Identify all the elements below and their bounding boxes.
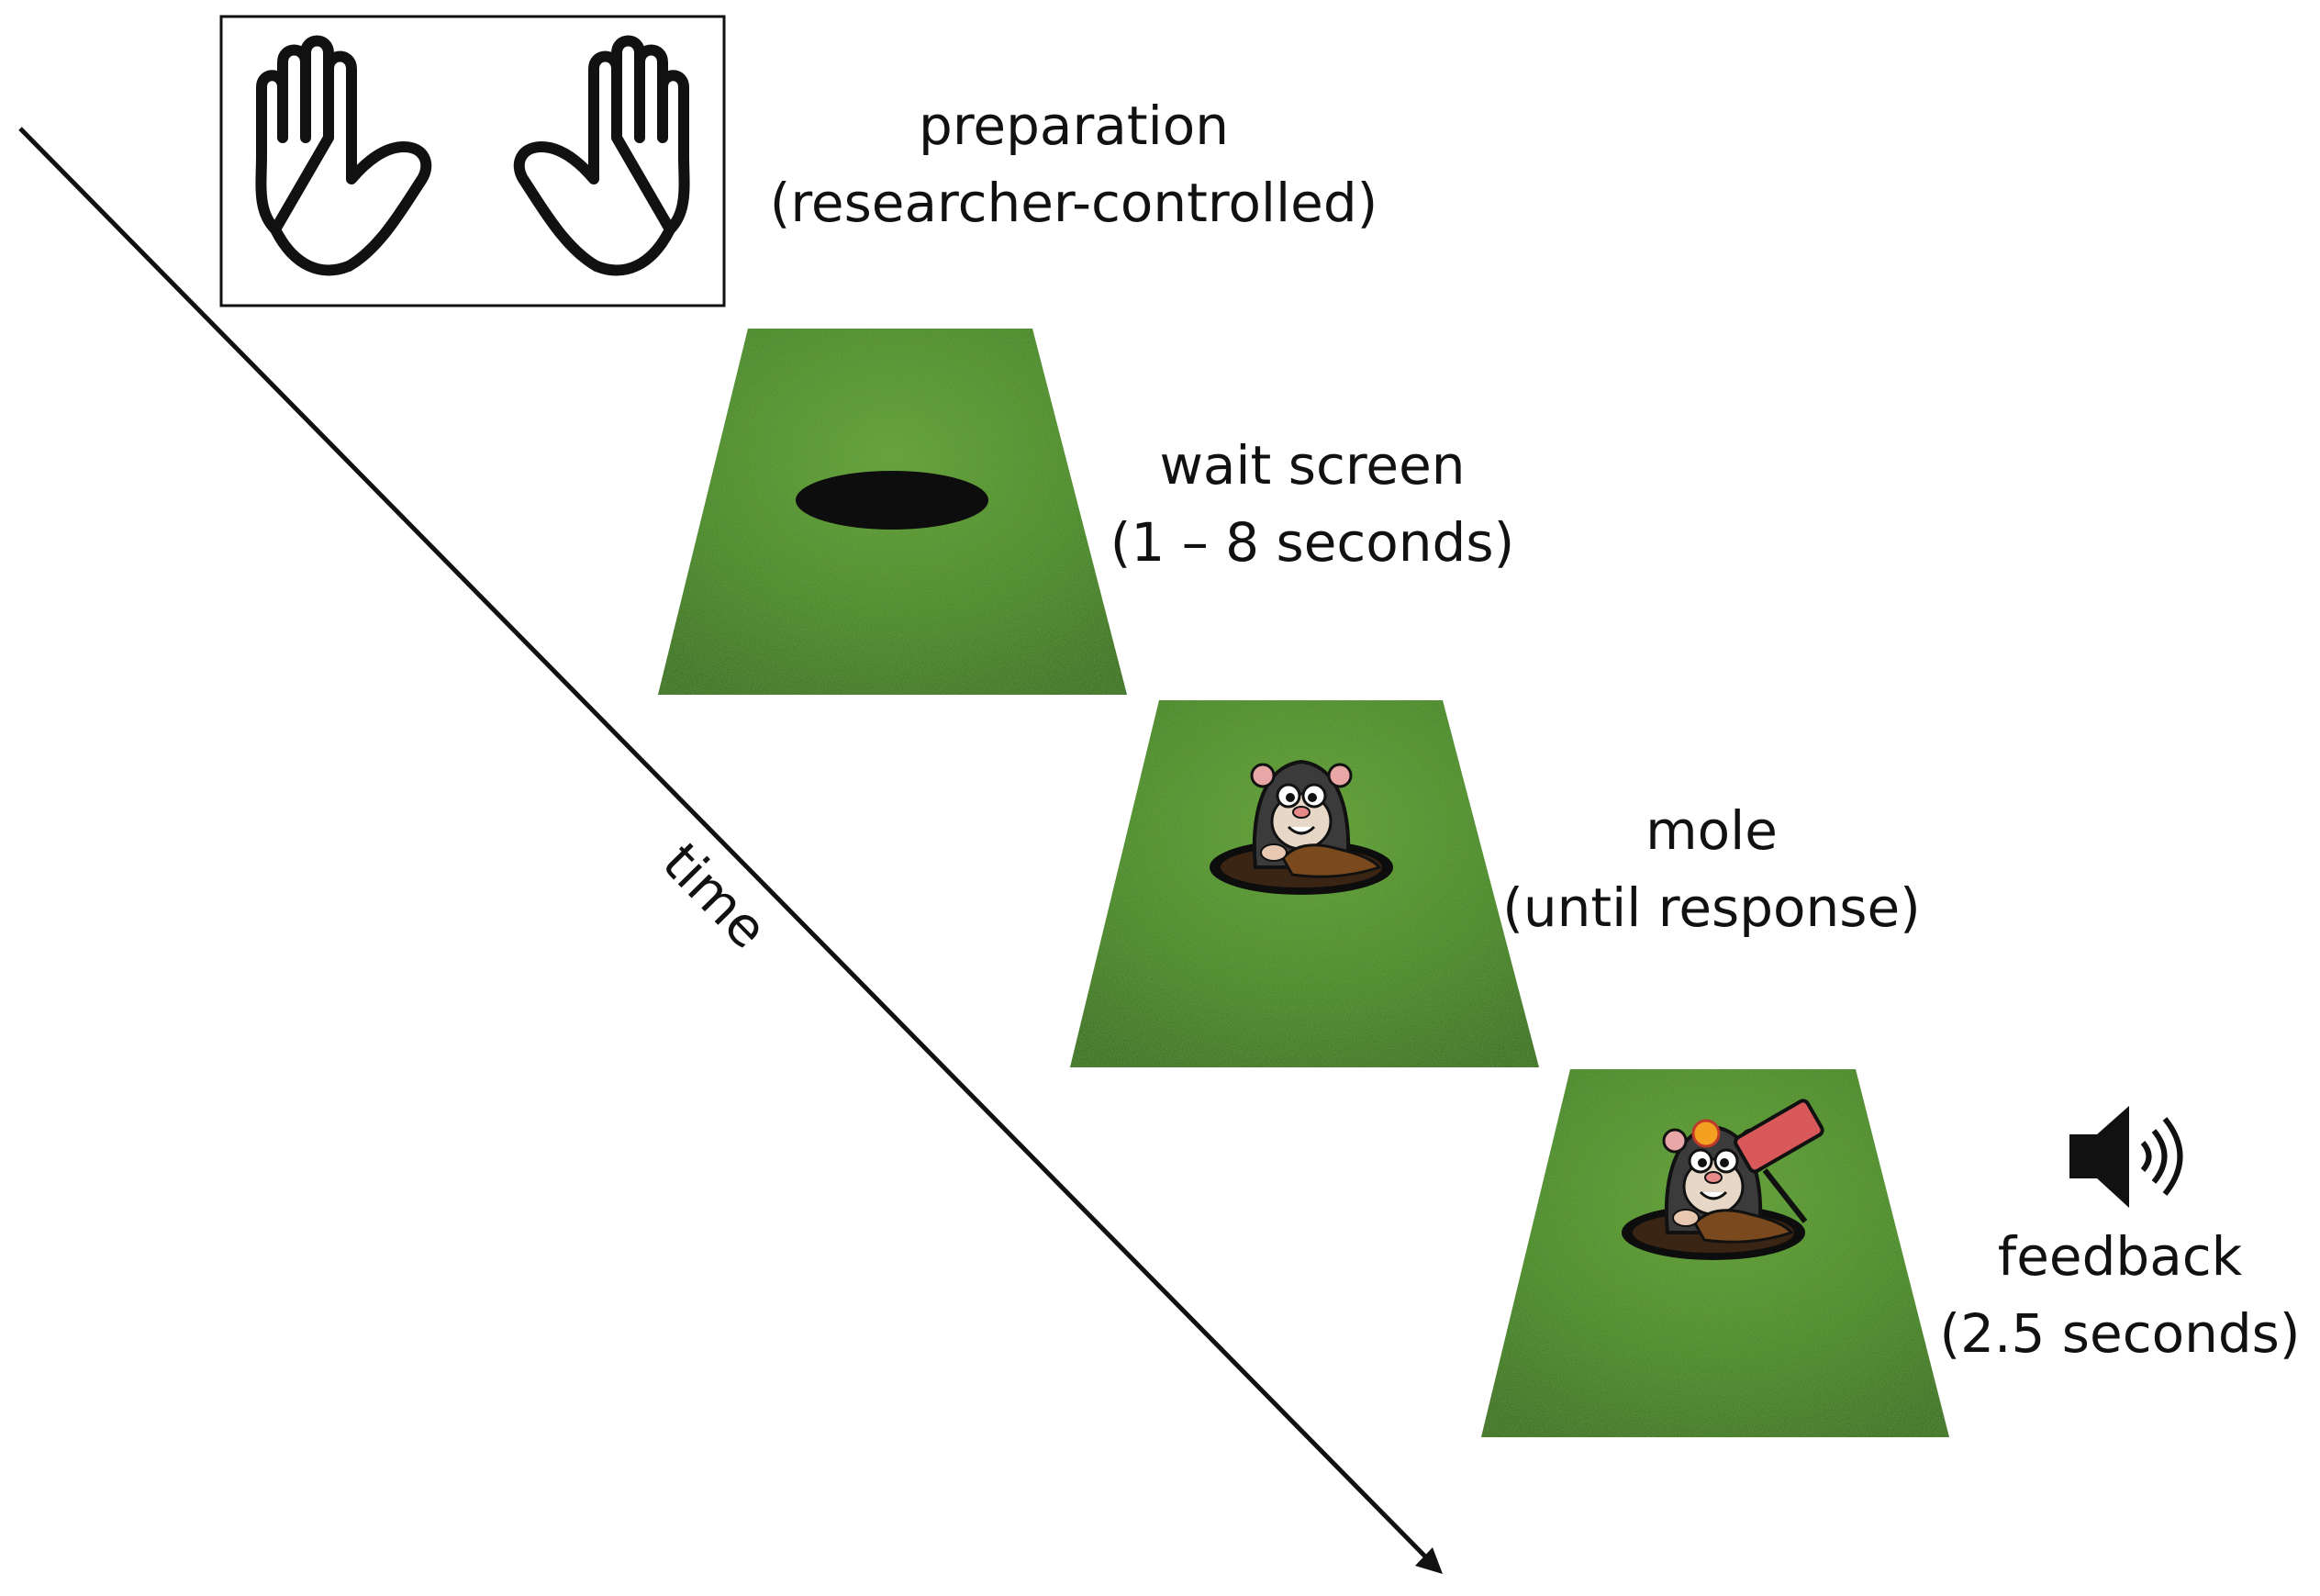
feedback-label: feedback (2.5 seconds)	[1927, 1218, 2313, 1372]
mallet-icon	[1691, 1099, 1824, 1223]
wait-screen-label: wait screen (1 – 8 seconds)	[1083, 427, 1542, 581]
wait-screen-panel	[658, 329, 1127, 695]
time-label: time	[651, 831, 779, 960]
empty-hole	[796, 471, 988, 530]
stage-title: preparation	[919, 95, 1229, 157]
stage-duration: (2.5 seconds)	[1939, 1302, 2301, 1365]
stage-title: wait screen	[1159, 434, 1466, 497]
stage-duration: (researcher-controlled)	[769, 172, 1378, 234]
mole-hit-icon	[1620, 1099, 1824, 1262]
stage-duration: (1 – 8 seconds)	[1110, 511, 1515, 574]
stage-title: feedback	[1997, 1225, 2243, 1288]
stage-duration: (until response)	[1502, 876, 1921, 939]
stage-title: mole	[1645, 799, 1778, 862]
preparation-label: preparation (researcher-controlled)	[725, 87, 1422, 241]
speaker-icon	[2069, 1106, 2183, 1208]
hands-icon	[255, 35, 690, 276]
time-arrow	[18, 127, 1443, 1574]
preparation-panel	[219, 15, 726, 307]
mole-panel	[1070, 700, 1539, 1067]
mole-label: mole (until response)	[1482, 792, 1941, 946]
feedback-panel	[1481, 1069, 1949, 1437]
